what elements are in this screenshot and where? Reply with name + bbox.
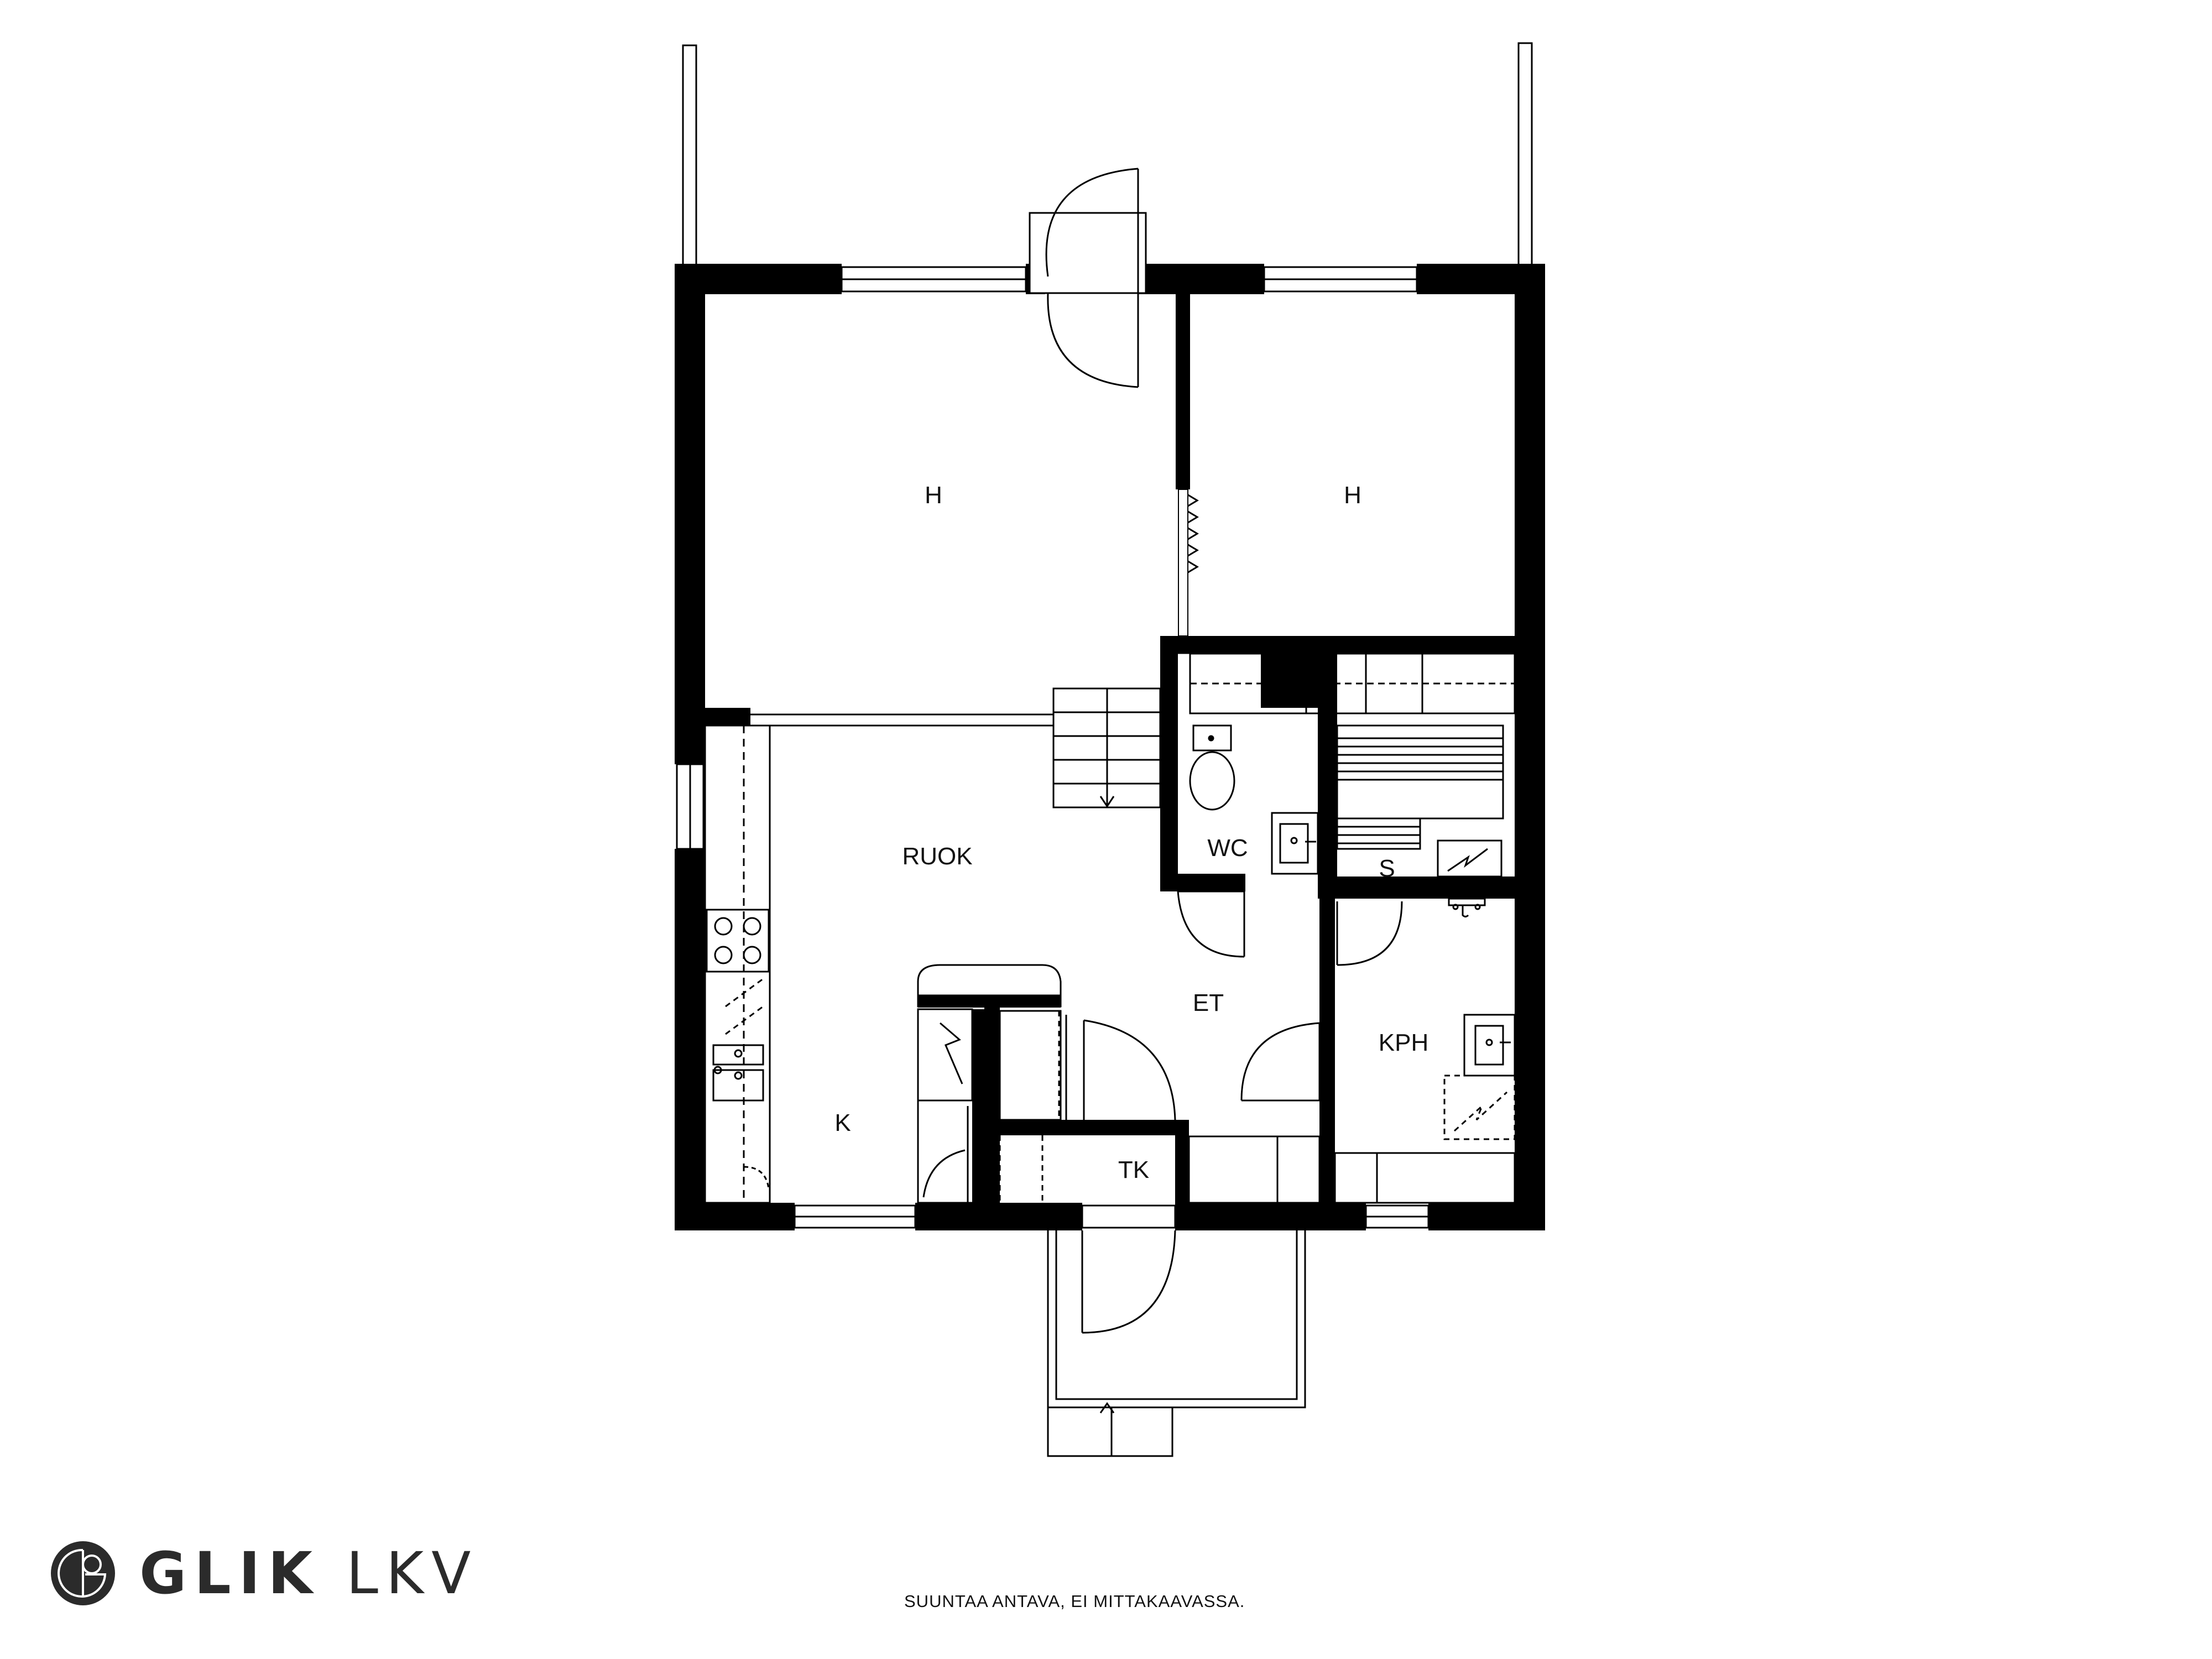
brand-name-bold: GLIK <box>139 1540 320 1607</box>
kitchen-cabinet-divider <box>972 1009 984 1206</box>
room-label-kitchen: K <box>834 1109 851 1136</box>
room-label-entry: ET <box>1193 989 1224 1016</box>
toilet-icon <box>1189 724 1235 811</box>
kitchen-sink-icon <box>712 1044 764 1102</box>
room-label-bedroom-1: H <box>925 482 942 509</box>
windows <box>676 266 1430 1229</box>
sauna-bench <box>1336 724 1504 850</box>
room-label-wc: WC <box>1207 834 1248 862</box>
front-porch <box>1047 1230 1306 1457</box>
wc-sink-icon <box>1271 812 1319 875</box>
shower-icon <box>1448 898 1486 917</box>
entry-closet <box>1188 1135 1321 1204</box>
room-label-bedroom-2: H <box>1344 482 1361 509</box>
bathroom-bench <box>1334 1152 1516 1204</box>
interior-walls <box>705 293 1515 1206</box>
washing-machine-icon <box>1443 1074 1516 1140</box>
kitchen-cabinet-wall <box>918 995 1061 1008</box>
room-label-utility: TK <box>1118 1156 1149 1183</box>
balcony-railing <box>682 42 1533 268</box>
doors <box>922 168 1403 1334</box>
kitchen-counter <box>704 724 771 1204</box>
bedroom2-wardrobe-drawing-final <box>1189 653 1516 714</box>
brand-name-light: LKV <box>346 1540 479 1607</box>
brand-name: GLIK LKV <box>139 1545 478 1602</box>
room-label-bathroom: KPH <box>1379 1029 1428 1056</box>
disclaimer-note: SUUNTAA ANTAVA, EI MITTAKAAVASSA. <box>904 1592 1245 1611</box>
room-label-dining: RUOK <box>902 843 972 870</box>
glik-monogram-icon <box>51 1541 115 1605</box>
exterior-walls <box>675 264 1545 1230</box>
sauna-stove-icon <box>1437 839 1503 878</box>
brand-logo: GLIK LKV <box>50 1540 478 1606</box>
room-label-sauna: S <box>1379 855 1395 882</box>
stove-icon <box>706 909 770 973</box>
stairs <box>1052 687 1161 808</box>
